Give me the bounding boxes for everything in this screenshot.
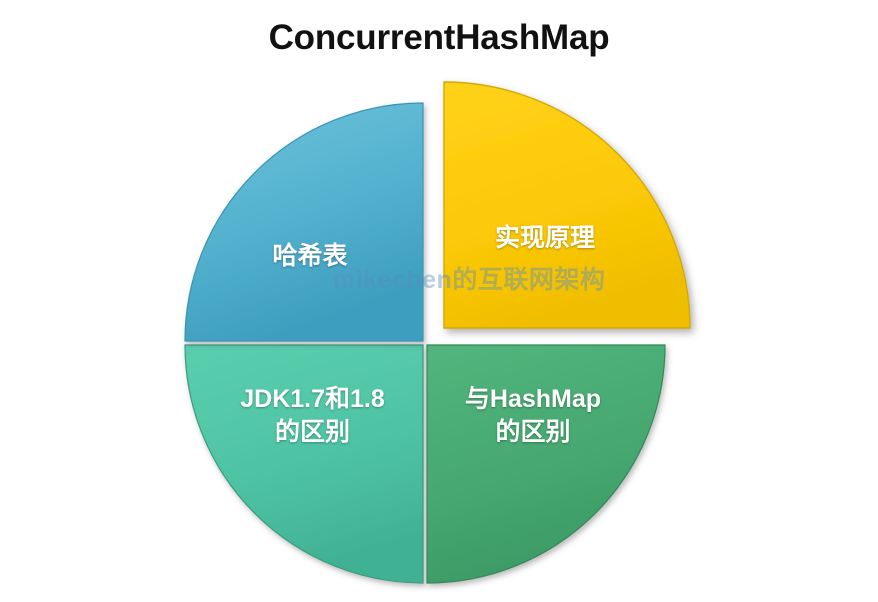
page-title: ConcurrentHashMap <box>268 18 610 57</box>
pie-slice-implementation-principle[interactable] <box>443 81 691 329</box>
pie-slice-vs-hashmap-difference[interactable] <box>426 344 666 584</box>
pie-slice-hash-table[interactable] <box>184 102 424 342</box>
pie-slice-jdk-17-18-difference[interactable] <box>184 344 424 584</box>
